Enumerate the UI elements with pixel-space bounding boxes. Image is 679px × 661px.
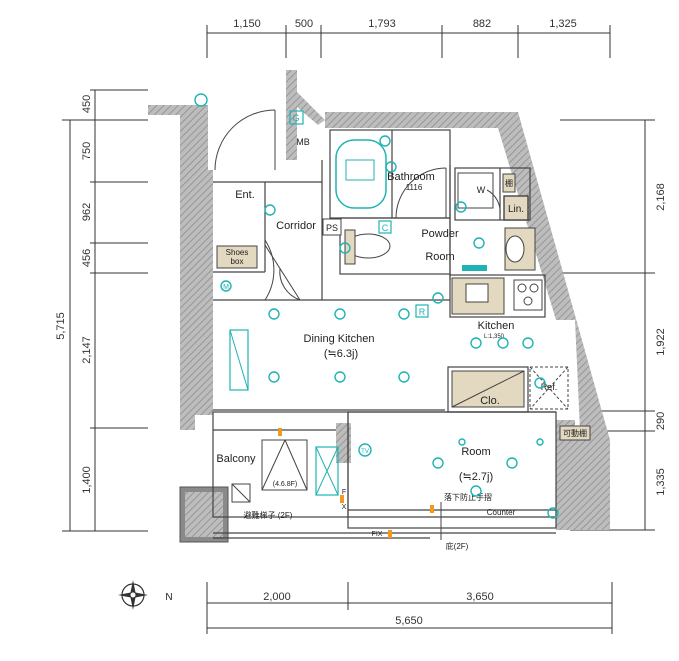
r-box [415,304,429,318]
eaves-label: 庇(2F) [446,541,469,551]
dining-kitchen-label: Dining Kitchen [304,333,375,345]
outer-walls [148,70,610,543]
dim-top-2: 500 [295,18,313,30]
movable-shelf [559,425,591,441]
door-swings [214,109,501,301]
interior-walls [212,129,557,539]
dim-top-4: 882 [473,18,491,30]
room-size: (≒2.7j) [459,471,493,483]
dim-right-4: 1,335 [655,468,667,496]
shoes-box-label-2: box [231,257,244,266]
dining-kitchen-size: (≒6.3j) [324,348,358,360]
corridor-label: Corridor [276,220,316,232]
g-box [289,110,304,125]
shoes-box [216,245,258,269]
entrance-label: Ent. [235,189,255,201]
w-label: W [477,185,486,195]
lin-box [503,195,529,221]
c-label: C [382,223,389,233]
dim-bottom-1: 2,000 [263,591,291,603]
dimension-left [62,89,148,532]
aircon-outdoor [315,446,339,496]
dim-top-1: 1,150 [233,18,261,30]
fix-vertical-1: F [342,489,346,496]
c-box [378,220,392,234]
shelf-small [502,173,516,193]
dim-right-1: 2,168 [655,183,667,211]
marker-fix-bottom [388,530,392,538]
bathtub [335,139,387,209]
north-label: N [165,592,172,603]
dimension-top [206,25,611,58]
dim-left-5: 2,147 [81,336,93,364]
movable-shelf-label: 可動棚 [563,428,587,438]
dim-left-2: 750 [81,142,93,160]
evac-hatch [231,483,251,503]
bathroom-label: Bathroom [387,171,435,183]
shoes-box-label-1: Shoes [226,248,249,257]
clo-label: Clo. [480,395,500,407]
dimension-bottom [206,582,613,634]
dim-top-5: 1,325 [549,18,577,30]
m-label: M [223,284,229,291]
compass-icon [118,580,148,610]
ps-box [322,218,342,236]
kitchen-note: L:1,350 [484,334,505,340]
fix-label: FIX [372,531,383,538]
dim-right-2: 1,922 [655,328,667,356]
balcony-floors-label: (4.6.8F) [273,481,298,488]
dim-left-3: 962 [81,203,93,221]
counter-label: Counter [487,508,516,517]
room-label: Room [461,446,490,458]
dim-right-3: 290 [655,412,667,430]
bathroom-size: 1116 [406,183,423,192]
ps-label: PS [326,223,338,233]
vanity-basin [505,235,525,263]
fix-vertical-2: X [342,504,347,511]
washing-machine-area [457,172,494,209]
mb-label: MB [296,137,310,147]
lin-label: Lin. [508,204,524,215]
marker-fix [340,495,344,503]
balcony-label: Balcony [216,453,256,465]
powder-room-label-1: Powder [421,228,459,240]
dim-left-total: 5,715 [55,312,67,340]
marker-balcony [278,428,282,436]
kitchen-sink [465,283,489,303]
fall-rail-label: 落下防止手摺 [444,492,492,502]
shelf-label: 棚 [505,178,513,188]
range-hood-mark [462,265,487,271]
dim-bottom-total: 5,650 [395,615,423,627]
kitchen-label: Kitchen [478,320,515,332]
tv-label: TV [361,449,369,455]
marker-rail [430,505,434,513]
dim-bottom-2: 3,650 [466,591,494,603]
g-label: G [292,113,299,123]
dim-top-3: 1,793 [368,18,396,30]
dim-left-6: 1,400 [81,466,93,494]
dim-left-1: 450 [81,95,93,113]
powder-room-label-2: Room [425,251,454,263]
bathtub-control [345,159,375,181]
ref-label: Ref. [541,382,558,392]
evac-ladder-label: 避難梯子 (2F) [244,510,293,520]
lighting-symbols [194,93,559,519]
dim-left-4: 456 [81,249,93,267]
r-label: R [419,307,426,317]
dk-window-unit [229,329,249,391]
